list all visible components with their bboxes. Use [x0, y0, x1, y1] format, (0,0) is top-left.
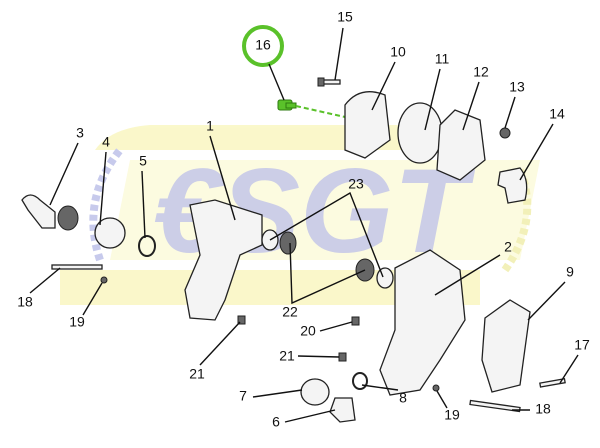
label-16[interactable]: 16 — [255, 37, 271, 53]
label-19: 19 — [444, 407, 460, 423]
label-12: 12 — [473, 64, 489, 80]
part-17-bolt — [539, 378, 566, 388]
label-23: 23 — [348, 176, 364, 192]
label-15: 15 — [337, 9, 353, 25]
label-5: 5 — [139, 153, 147, 169]
part-15-bolt — [317, 77, 341, 87]
label-6: 6 — [272, 414, 280, 430]
part-9-gasket — [481, 299, 531, 393]
leader-lines — [29, 25, 579, 423]
part-6-elbow — [329, 397, 356, 423]
highlight-circle — [242, 25, 284, 67]
label-18: 18 — [535, 401, 551, 417]
part-1-pump-body — [184, 199, 263, 321]
label-13: 13 — [509, 79, 525, 95]
label-21: 21 — [279, 348, 295, 364]
part-16-screw[interactable] — [277, 99, 346, 118]
part-10-cover — [344, 91, 391, 159]
label-21: 21 — [189, 366, 205, 382]
label-4: 4 — [102, 134, 110, 150]
label-1: 1 — [206, 118, 214, 134]
label-2: 2 — [504, 239, 512, 255]
part-7-nut — [300, 378, 330, 406]
label-18: 18 — [17, 294, 33, 310]
label-9: 9 — [566, 264, 574, 280]
part-11-diaphragm — [397, 102, 443, 164]
label-10: 10 — [390, 44, 406, 60]
part-13-nut — [499, 127, 511, 139]
part-14-elbow — [497, 167, 528, 204]
part-2-pump-body — [379, 249, 466, 396]
part-5-oring — [138, 235, 156, 257]
part-shapes — [21, 77, 566, 423]
part-18-bolt — [51, 264, 103, 270]
part-4-ring — [94, 217, 126, 249]
label-7: 7 — [239, 388, 247, 404]
label-19: 19 — [69, 314, 85, 330]
label-22: 22 — [282, 304, 298, 320]
label-8: 8 — [399, 390, 407, 406]
label-3: 3 — [76, 125, 84, 141]
part-3-elbow — [21, 194, 56, 229]
label-17: 17 — [574, 337, 590, 353]
part-8-washer — [352, 372, 368, 390]
part-12-housing — [436, 109, 486, 181]
label-11: 11 — [435, 51, 450, 67]
label-14: 14 — [549, 106, 565, 122]
label-20: 20 — [300, 323, 316, 339]
part-number-labels: 16 15 10 11 12 13 14 1 3 4 5 23 2 9 18 1… — [17, 9, 590, 430]
